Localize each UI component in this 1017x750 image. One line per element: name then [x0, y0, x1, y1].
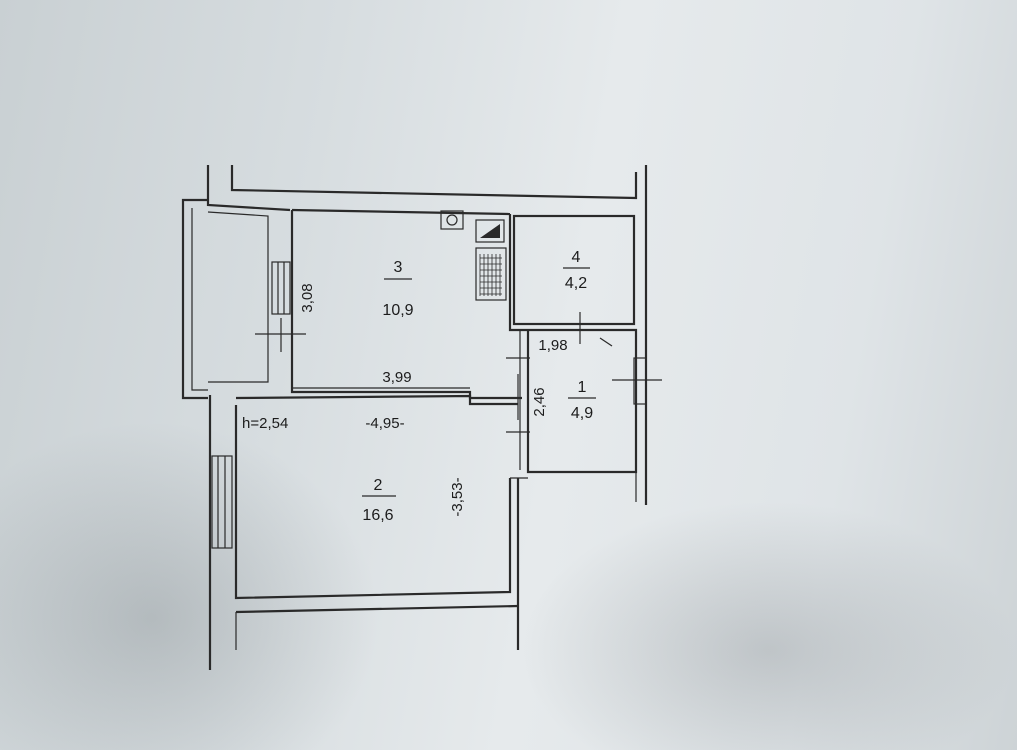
room-3-outline: [290, 208, 522, 400]
photo-shadow: [520, 500, 1017, 750]
dimension-room-1-width: 1,98: [538, 337, 567, 354]
room-2-area: 16,6: [362, 507, 393, 524]
dimension-room-3-width: 3,99: [382, 369, 411, 386]
room-1-outline: [506, 328, 662, 474]
dimension-room-2-height: -3,53-: [449, 477, 466, 516]
room-1-number: 1: [578, 379, 587, 396]
dimension-room-3-height: 3,08: [299, 283, 316, 312]
dimension-room-1-height: 2,46: [531, 387, 548, 416]
room-4-outline: [512, 214, 636, 344]
room-2-number: 2: [374, 477, 383, 494]
room-4-number: 4: [572, 249, 581, 266]
dimension-room-2-width: -4,95-: [365, 415, 404, 432]
room-3-number: 3: [394, 259, 403, 276]
kitchen-appliances: [440, 210, 507, 301]
room-2-outline: [234, 394, 528, 650]
room-4-area: 4,2: [565, 275, 587, 292]
balcony: [181, 198, 269, 400]
window-room-3: [255, 261, 306, 352]
room-3-area: 10,9: [382, 302, 413, 319]
window-room-2: [211, 455, 233, 549]
room-1-area: 4,9: [571, 405, 593, 422]
photo-shadow: [0, 420, 380, 750]
ceiling-height: h=2,54: [242, 415, 288, 432]
